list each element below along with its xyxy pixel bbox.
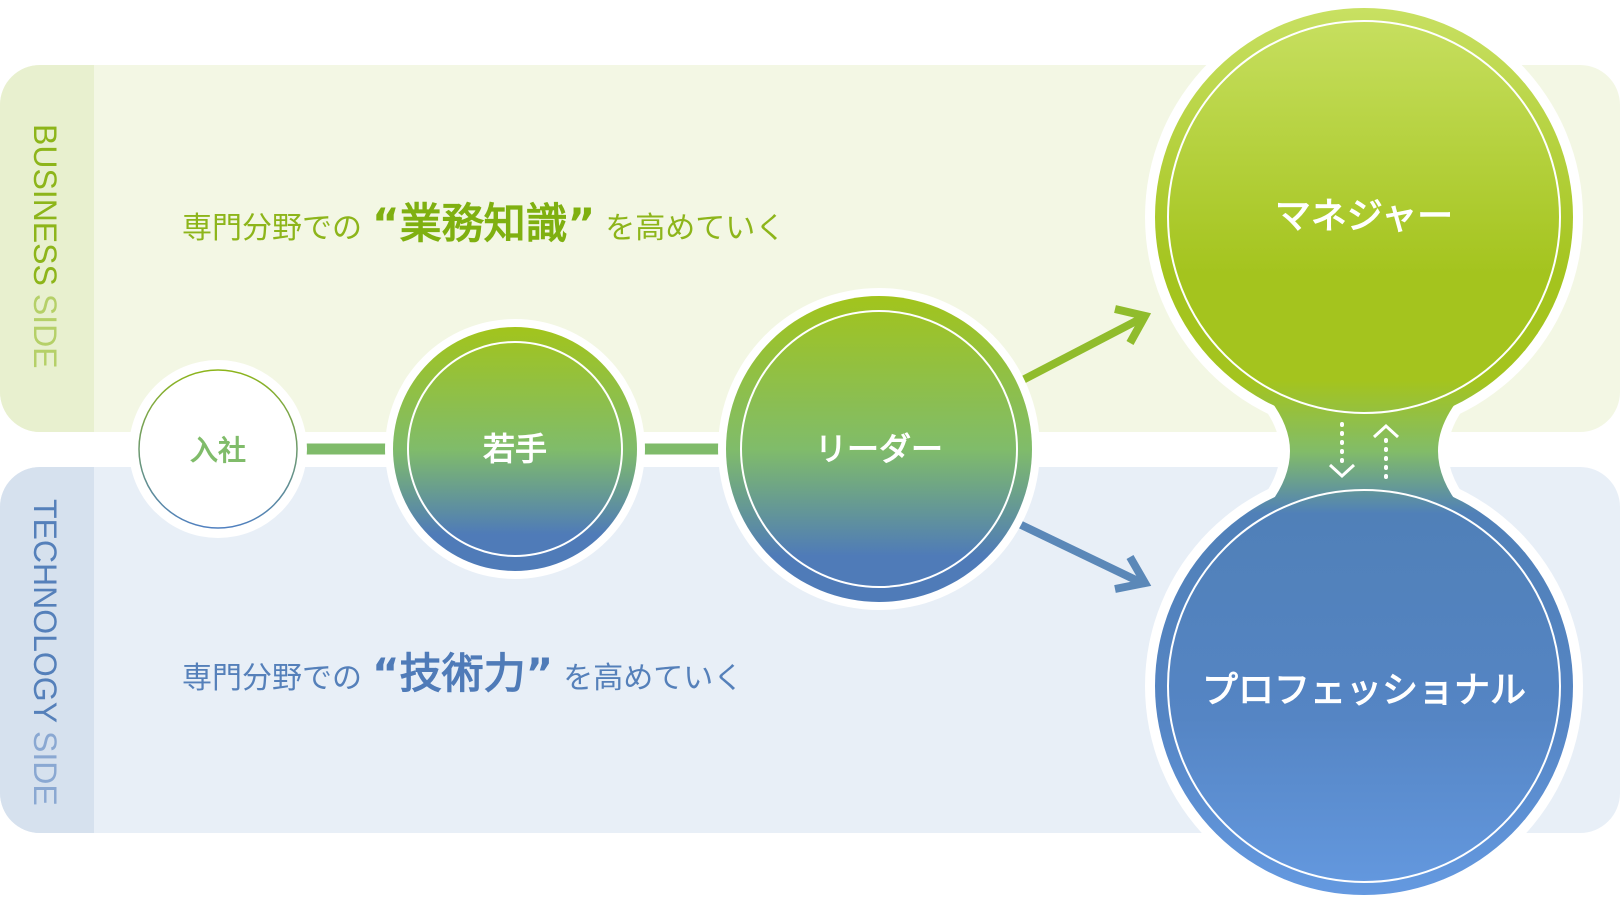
technology-side-label: TECHNOLOGYSIDE (27, 499, 63, 806)
svg-text:入社: 入社 (190, 434, 246, 467)
manager-professional-group: マネジャー プロフェッショナル (1145, 0, 1583, 900)
stage-professional: プロフェッショナル (1202, 670, 1526, 711)
arrow-to-manager (1013, 305, 1152, 388)
stage-junior: 若手 (385, 319, 645, 579)
arrow-to-professional (1013, 518, 1152, 593)
business-side-label: BUSINESSSIDE (27, 124, 63, 369)
stage-entry: 入社 (129, 360, 307, 538)
dotted-arrow-up (1372, 423, 1400, 482)
dotted-arrow-down (1328, 422, 1356, 479)
business-lead-text: 専門分野での“業務知識”を高めていく (182, 199, 785, 248)
svg-text:リーダー: リーダー (815, 430, 943, 468)
stage-leader: リーダー (718, 288, 1040, 610)
svg-text:若手: 若手 (483, 430, 547, 468)
technology-lead-text: 専門分野での“技術力”を高めていく (182, 649, 743, 698)
stage-manager: マネジャー (1275, 196, 1453, 237)
